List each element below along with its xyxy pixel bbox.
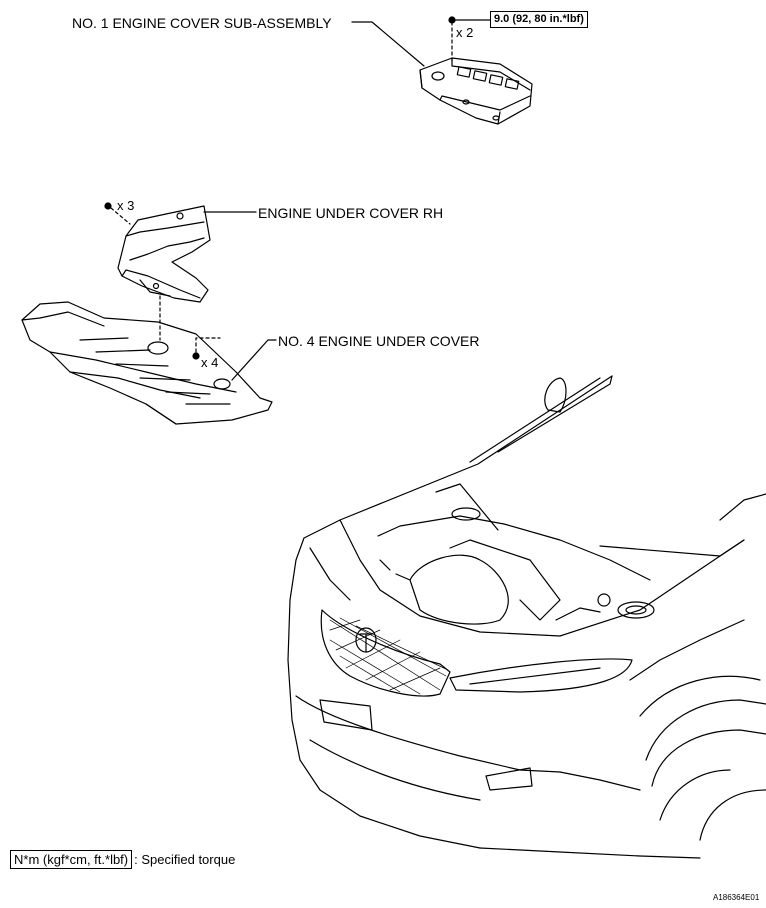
figure-id: A186364E01	[713, 893, 760, 902]
torque-spec-box: 9.0 (92, 80 in.*lbf)	[490, 11, 588, 28]
legend-text: : Specified torque	[134, 851, 236, 867]
torque-legend: N*m (kgf*cm, ft.*lbf) : Specified torque	[10, 850, 235, 869]
car-front-drawing	[287, 375, 766, 859]
quantity-x4: x 4	[201, 355, 219, 370]
under-cover-rh-drawing	[104, 202, 257, 341]
quantity-x2: x 2	[456, 25, 474, 40]
no4-under-cover-drawing	[21, 301, 277, 425]
engine-under-cover-rh-label: ENGINE UNDER COVER RH	[258, 205, 444, 221]
quantity-x3: x 3	[117, 198, 135, 213]
legend-unit-box: N*m (kgf*cm, ft.*lbf)	[10, 850, 133, 869]
no4-engine-under-cover-label: NO. 4 ENGINE UNDER COVER	[278, 333, 480, 349]
engine-cover-drawing	[351, 16, 533, 125]
engine-cover-sub-assembly-label: NO. 1 ENGINE COVER SUB-ASSEMBLY	[72, 15, 332, 31]
